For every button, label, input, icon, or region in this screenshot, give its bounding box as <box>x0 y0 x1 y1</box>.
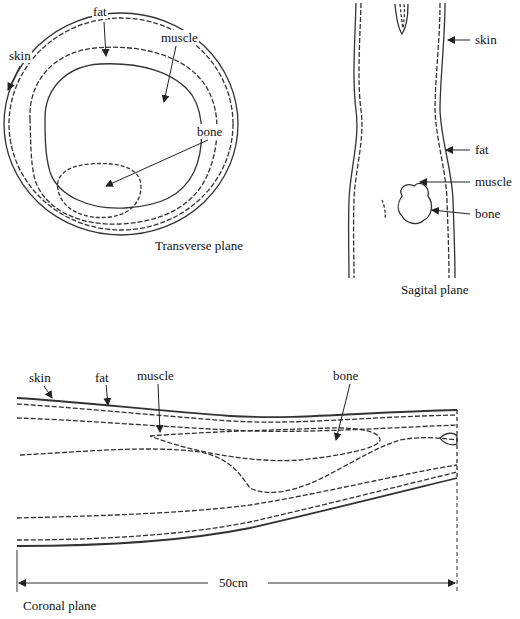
leader-line <box>448 40 470 41</box>
part-label: fat <box>474 142 490 157</box>
fat-outline <box>354 3 362 278</box>
plane-title: Transverse plane <box>154 238 244 253</box>
plane-title: Sagital plane <box>400 282 470 297</box>
skin-fold <box>395 4 408 34</box>
part-label: muscle <box>474 174 513 189</box>
part-label: bone <box>196 124 223 139</box>
bone-outline <box>58 164 141 218</box>
bone-outline <box>20 438 457 493</box>
muscle-outline <box>17 465 457 518</box>
part-label: muscle <box>136 368 175 383</box>
fat-outline <box>435 3 449 278</box>
part-label: bone <box>474 206 501 221</box>
skin-outline <box>4 13 238 235</box>
part-label: bone <box>332 368 359 383</box>
leader-line <box>106 384 108 405</box>
bone-outline <box>398 184 431 224</box>
leader-line <box>158 384 160 432</box>
leader-line <box>446 150 470 151</box>
dimension-label: 50cm <box>218 575 249 590</box>
part-label: muscle <box>160 30 199 45</box>
skin-inner <box>9 18 233 230</box>
muscle-outline <box>45 64 202 208</box>
leader-line <box>104 22 106 56</box>
fat-fold <box>400 4 404 28</box>
dimension-arrow <box>19 583 208 584</box>
leader-line <box>8 66 20 90</box>
fat-outline <box>30 47 217 224</box>
dimension-tick <box>17 550 18 592</box>
part-label: fat <box>92 4 108 19</box>
cut-line <box>456 410 457 478</box>
dimension-arrow <box>268 583 455 584</box>
leader-line <box>336 384 350 440</box>
part-label: fat <box>94 370 110 385</box>
muscle-line <box>382 200 385 218</box>
skin-outline <box>349 3 357 278</box>
skin-outline <box>17 398 457 417</box>
dimension-tick <box>457 482 458 592</box>
leader-line <box>164 46 176 102</box>
leader-line <box>106 140 208 186</box>
leader-line <box>44 386 52 398</box>
leader-line <box>420 182 470 183</box>
part-label: skin <box>8 48 32 63</box>
leader-line <box>432 210 470 214</box>
part-label: skin <box>28 370 52 385</box>
fat-outline <box>17 404 457 422</box>
part-label: skin <box>474 32 498 47</box>
muscle-outline <box>17 418 457 431</box>
bone-end <box>440 433 457 445</box>
skin-outline <box>440 3 455 278</box>
plane-title: Coronal plane <box>22 598 97 613</box>
bone-outline <box>150 428 380 461</box>
